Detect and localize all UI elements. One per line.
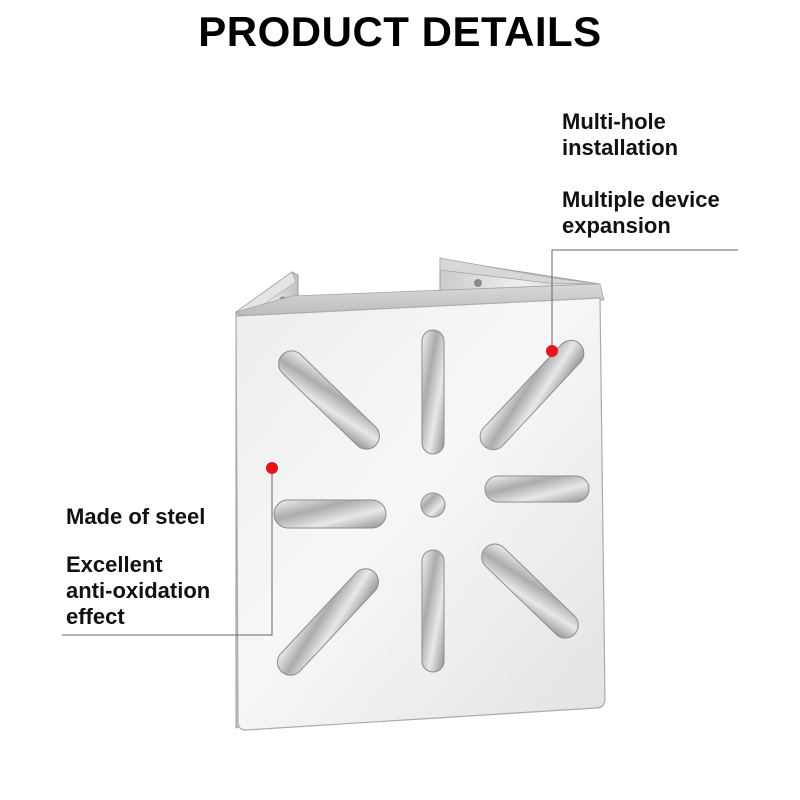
slot-top [421, 329, 445, 455]
slot-bottom [421, 549, 445, 673]
callout-text-line: Multiple device [562, 187, 720, 212]
callout-anti-oxidation: Excellent anti-oxidation effect [66, 552, 210, 630]
leader-line-left [62, 468, 273, 636]
slot-right [484, 475, 590, 503]
callout-lines [62, 249, 738, 636]
slot-top-right [479, 339, 585, 451]
callout-marker-dot [546, 345, 558, 357]
callout-text-line: effect [66, 604, 125, 629]
slot-bottom-left [276, 568, 380, 676]
callout-multiple-device-expansion: Multiple device expansion [562, 187, 720, 239]
callout-text-line: expansion [562, 213, 671, 238]
slot-bottom-right [481, 543, 579, 639]
callout-marker-dot [266, 462, 278, 474]
page-title: PRODUCT DETAILS [198, 8, 602, 55]
callout-text-line: installation [562, 135, 679, 160]
callout-multi-hole-installation: Multi-hole installation [562, 109, 678, 161]
callout-text-line: Made of steel [66, 504, 206, 529]
slot-left [273, 499, 387, 529]
center-hole [420, 492, 446, 518]
callout-text-line: anti-oxidation [66, 578, 211, 603]
slot-top-left [278, 350, 380, 450]
mounting-slots [273, 329, 590, 676]
callout-text-line: Multi-hole [562, 109, 666, 134]
callout-made-of-steel: Made of steel [66, 504, 205, 530]
leader-line-top-right [551, 249, 738, 351]
callout-text-line: Excellent [66, 552, 163, 577]
